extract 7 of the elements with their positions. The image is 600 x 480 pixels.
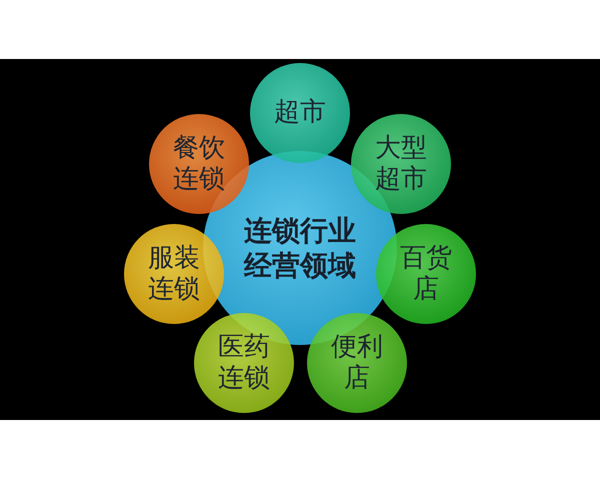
category-circle: 大型超市 bbox=[351, 114, 451, 214]
category-circle: 餐饮连锁 bbox=[149, 114, 249, 214]
category-circle: 超市 bbox=[250, 63, 350, 163]
category-circle: 医药连锁 bbox=[194, 313, 294, 413]
category-circle: 服装连锁 bbox=[124, 224, 224, 324]
category-circle: 便利店 bbox=[307, 313, 407, 413]
category-circle: 百货店 bbox=[376, 224, 476, 324]
